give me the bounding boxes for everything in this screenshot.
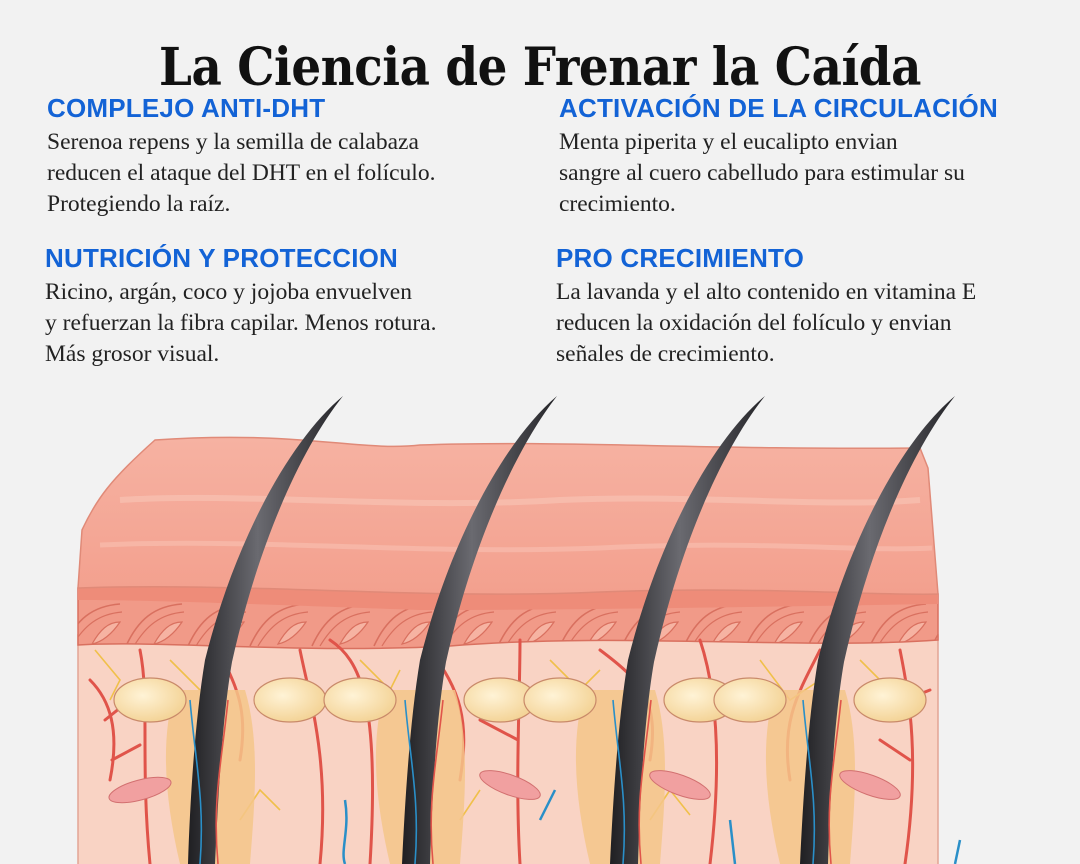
section-heading: COMPLEJO ANTI-DHT [47,93,326,123]
section-body: Menta piperita y el eucalipto envian san… [559,129,965,217]
hair-1 [188,396,343,864]
section-heading: ACTIVACIÓN DE LA CIRCULACIÓN [559,93,998,123]
follicle-vessels [189,699,842,864]
section-circulation: ACTIVACIÓN DE LA CIRCULACIÓN Menta piper… [559,93,1069,220]
hair-strands [188,396,955,864]
papillary-layer [77,586,939,650]
skin-illustration [77,396,962,864]
section-growth: PRO CRECIMIENTO La lavanda y el alto con… [556,243,1066,370]
hair-3 [610,396,765,864]
page-title: La Ciencia de Frenar la Caída [159,36,921,98]
hair-2 [402,396,557,864]
section-heading: NUTRICIÓN Y PROTECCION [45,243,399,273]
section-anti-dht: COMPLEJO ANTI-DHT Serenoa repens y la se… [47,93,537,220]
veins [342,789,962,864]
section-heading: PRO CRECIMIENTO [556,243,805,273]
section-nutrition: NUTRICIÓN Y PROTECCION Ricino, argán, co… [45,243,535,370]
hair-4 [800,396,955,864]
section-body: La lavanda y el alto contenido en vitami… [556,279,977,367]
section-body: Serenoa repens y la semilla de calabaza … [47,129,436,217]
section-body: Ricino, argán, coco y jojoba envuelven y… [45,279,437,367]
